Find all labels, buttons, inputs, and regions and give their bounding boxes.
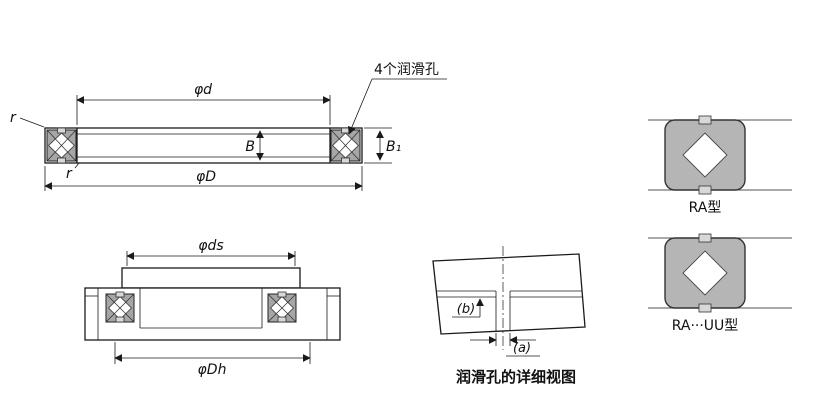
symbol-notch-bottom <box>698 185 712 195</box>
dimension-B: B <box>245 130 264 161</box>
lube-hole-notch-top <box>341 127 350 134</box>
lube-hole-detail-view: (b) (a) 润滑孔的详细视图 <box>432 246 586 386</box>
a-label: (a) <box>513 341 531 356</box>
dimension-phi-Dh: φDh <box>114 342 311 378</box>
roller-notch-bottom <box>57 157 66 164</box>
mounting-section-view: φds φDh <box>84 238 341 378</box>
type-symbol-ra: RA型 <box>648 115 792 216</box>
crossed-roller-diamond <box>682 250 728 296</box>
symbol-notch-bottom <box>698 303 712 313</box>
roller-notch-bottom <box>341 157 350 164</box>
roller-section-left <box>105 291 135 323</box>
phi-Dh-label: φDh <box>198 362 227 378</box>
ring-wall-section <box>432 253 586 335</box>
dimension-phi-ds: φds <box>126 238 296 266</box>
detail-caption: 润滑孔的详细视图 <box>456 368 576 386</box>
roller-section-left <box>46 127 77 164</box>
lube-hole-label: 4个润滑孔 <box>374 61 439 78</box>
B-label: B <box>245 139 255 155</box>
crossed-roller-diamond <box>682 132 728 178</box>
b-label: (b) <box>457 302 475 317</box>
phi-D-label: φD <box>196 169 216 185</box>
roller-section-right <box>330 127 361 164</box>
radius-label-bottom: r <box>66 162 80 182</box>
roller-notch-top <box>115 291 125 298</box>
ra-type-label: RA型 <box>689 200 722 216</box>
roller-notch-bottom <box>277 316 287 323</box>
rauu-type-label: RA···UU型 <box>672 318 739 334</box>
ring-outline <box>44 127 363 164</box>
leader-arrow <box>348 78 373 135</box>
lube-hole-callout: 4个润滑孔 <box>348 61 447 135</box>
symbol-notch-top <box>698 115 712 125</box>
roller-notch-top <box>277 291 287 298</box>
r-label: r <box>66 166 73 182</box>
dimension-phi-d: φd <box>76 82 331 125</box>
B1-label: B₁ <box>386 139 401 155</box>
inner-ring-spacer <box>121 267 301 289</box>
bearing-side-view: 4个润滑孔 φd φD B B₁ <box>10 61 447 191</box>
dimension-b: (b) <box>452 298 484 318</box>
type-symbol-rauu: RA···UU型 <box>648 233 792 334</box>
symbol-notch-top <box>698 233 712 243</box>
roller-notch-top <box>57 127 66 134</box>
dimension-B1: B₁ <box>364 127 401 164</box>
r-label: r <box>10 110 17 126</box>
dimension-a: (a) <box>470 333 540 357</box>
roller-notch-bottom <box>115 316 125 323</box>
dimension-phi-D: φD <box>44 166 363 191</box>
phi-d-label: φd <box>194 82 212 98</box>
phi-ds-label: φds <box>198 238 223 254</box>
roller-section-right <box>267 291 297 323</box>
radius-label-top: r <box>10 110 45 128</box>
